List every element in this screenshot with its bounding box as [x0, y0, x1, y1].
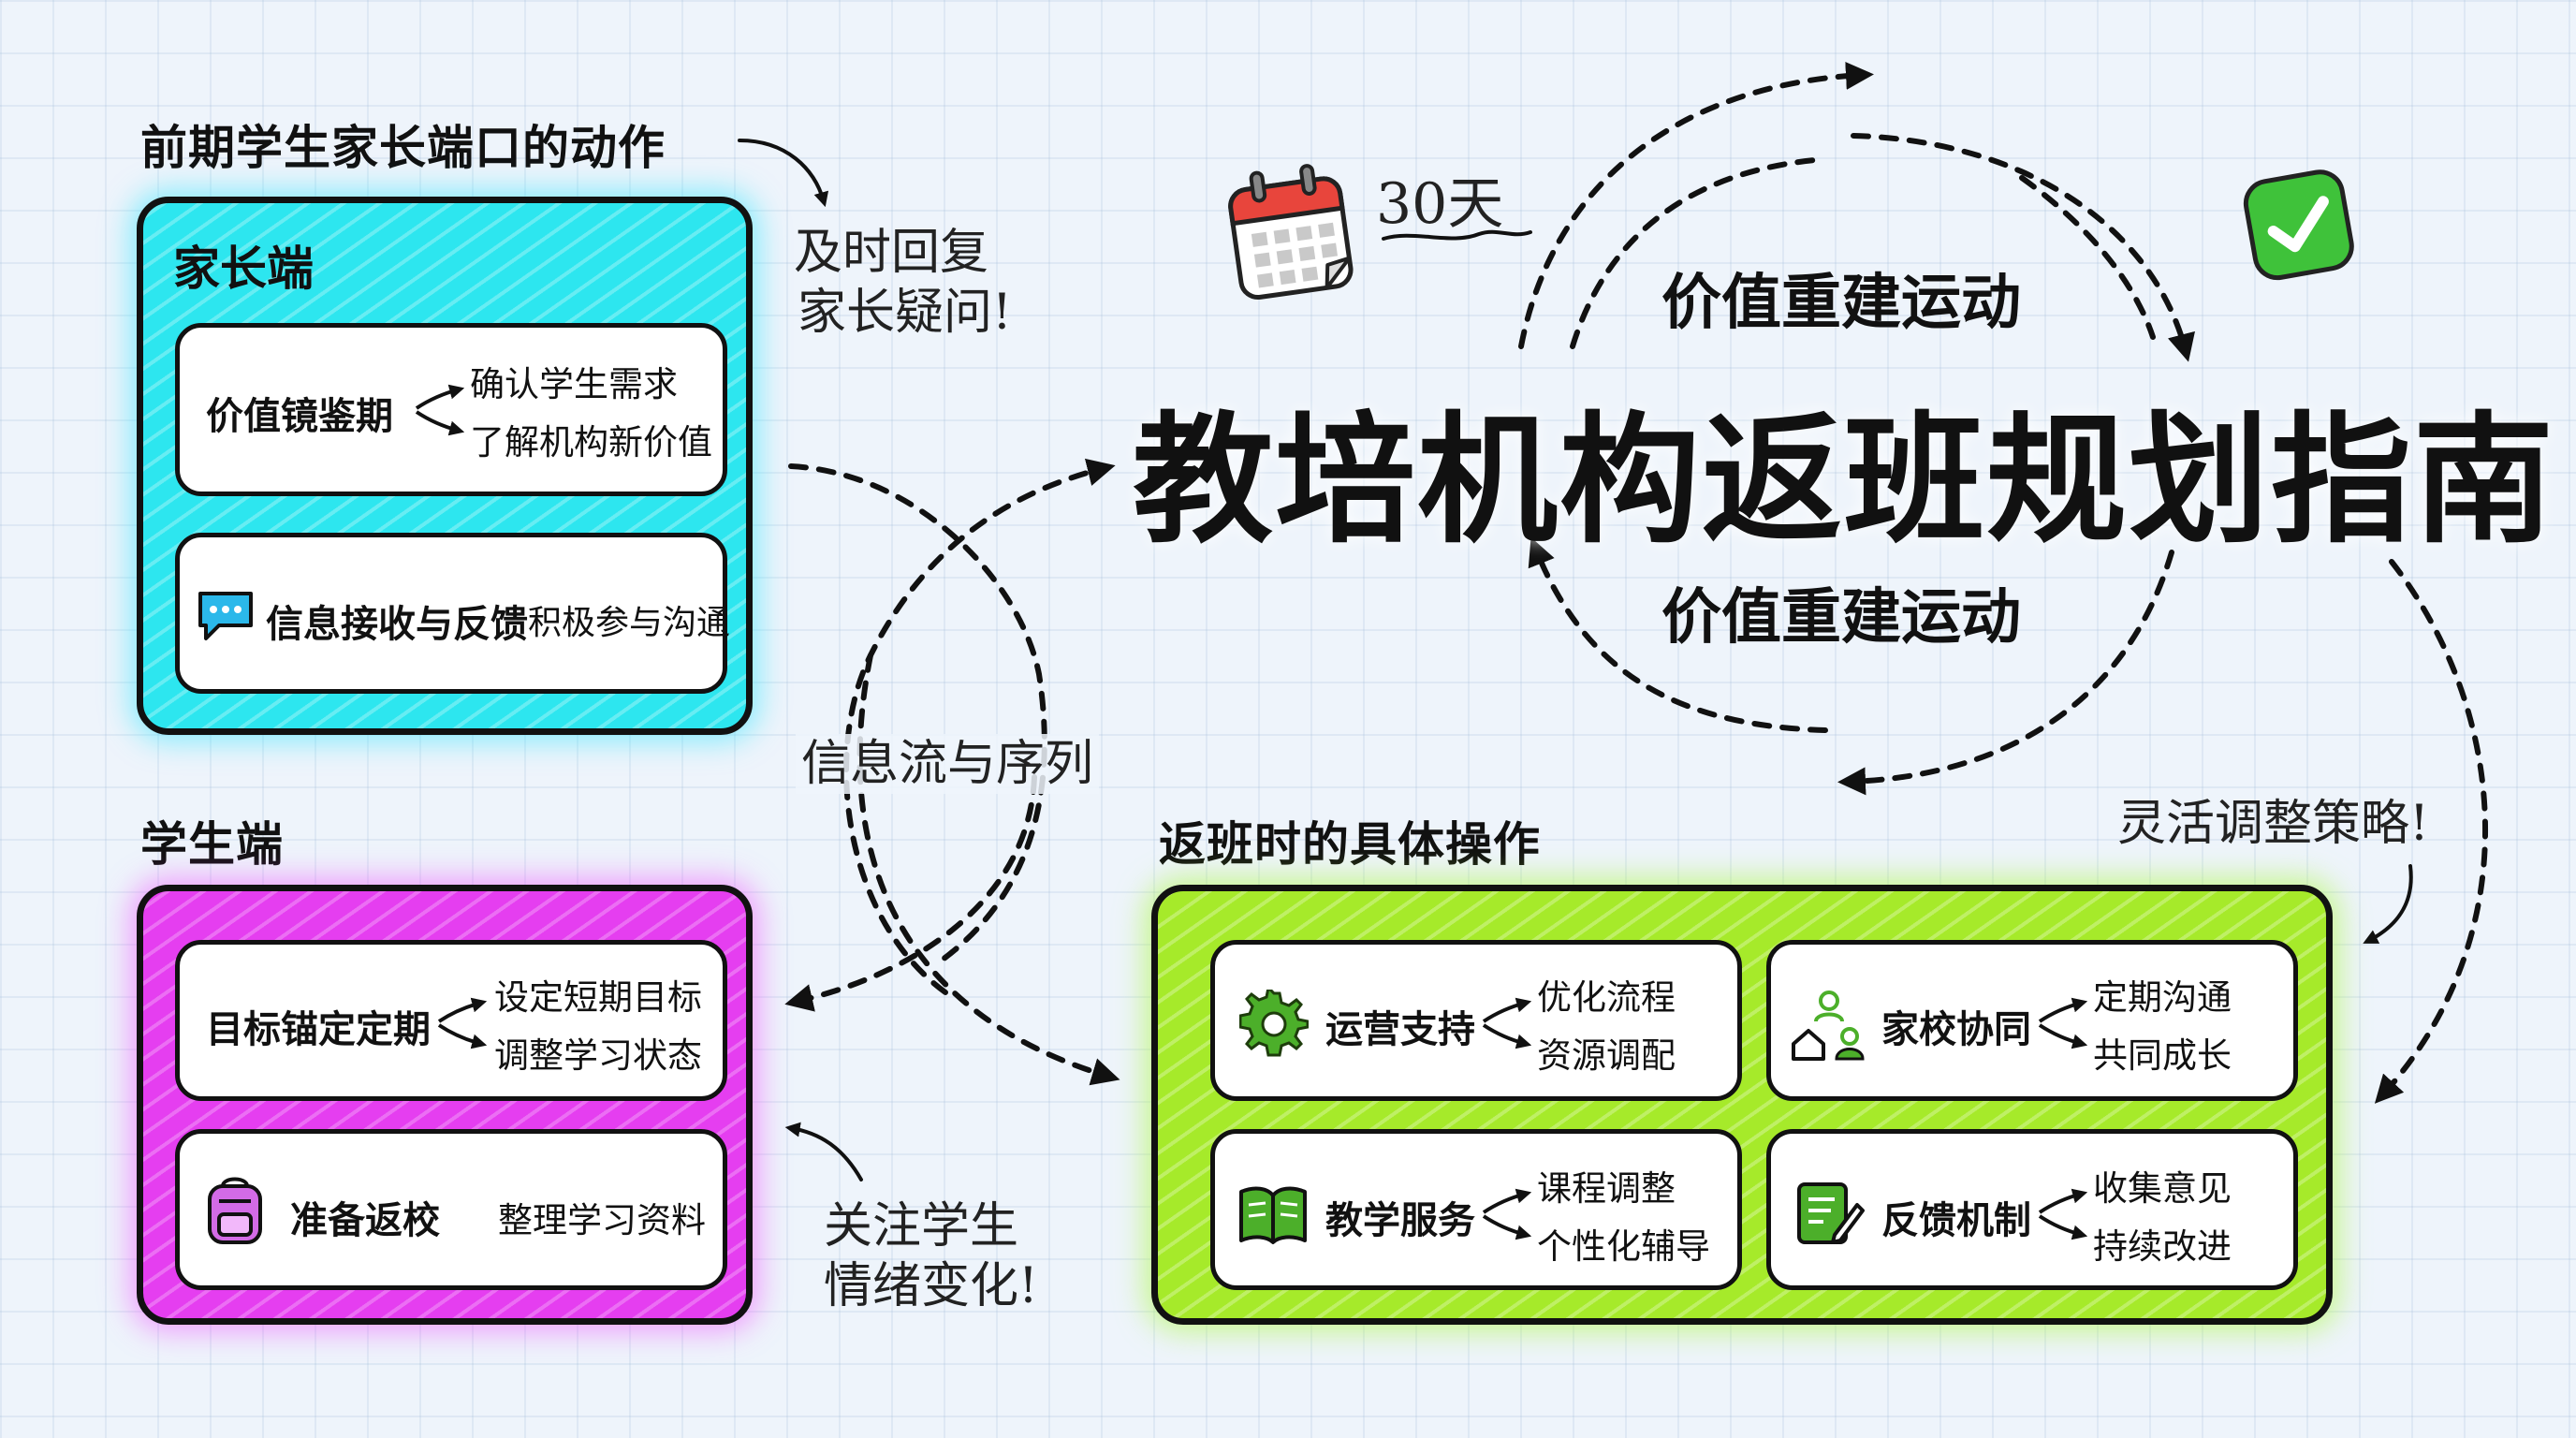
flow-label: 信息流与序列 — [796, 734, 1100, 794]
operations-support-card: 运营支持 优化流程 资源调配 — [1210, 940, 1742, 1101]
teaching-service-title: 教学服务 — [1325, 1199, 1475, 1242]
student-annotation-line-2: 情绪变化! — [824, 1258, 1038, 1314]
home-school-item-1: 定期沟通 — [2093, 977, 2232, 1018]
home-school-icon — [1792, 990, 1865, 1061]
feedback-mechanism-title: 反馈机制 — [1881, 1199, 2031, 1242]
value-mirror-card: 价值镜鉴期 确认学生需求 了解机构新价值 — [175, 323, 727, 496]
goal-anchor-title: 目标锚定定期 — [206, 1008, 431, 1051]
info-feedback-note: 积极参与沟通 — [528, 604, 731, 642]
split-arrows-icon — [1482, 997, 1532, 1049]
split-arrows-icon — [437, 997, 488, 1049]
operations-support-title: 运营支持 — [1325, 1008, 1475, 1051]
home-school-card: 家校协同 定期沟通 共同成长 — [1766, 940, 2298, 1101]
operations-panel: 运营支持 优化流程 资源调配 家校协同 定期沟通 共同成长 教学服务 — [1151, 885, 2333, 1325]
cycle-arrow-right — [1851, 133, 2195, 362]
cycle-label-bottom: 价值重建运动 — [1661, 583, 2021, 653]
operations-section-title: 返班时的具体操作 — [1159, 817, 1541, 872]
hand-arrow-strategy — [2363, 864, 2413, 944]
home-school-title: 家校协同 — [1881, 1008, 2031, 1051]
teaching-service-card: 教学服务 课程调整 个性化辅导 — [1210, 1129, 1742, 1290]
student-annotation-line-1: 关注学生 — [824, 1198, 1019, 1255]
goal-anchor-item-2: 调整学习状态 — [494, 1035, 702, 1076]
chat-bubble-icon — [198, 592, 253, 640]
cycle-arrow-top — [1518, 61, 1874, 349]
feedback-mechanism-item-2: 持续改进 — [2093, 1226, 2232, 1267]
parent-panel: 家长端 价值镜鉴期 确认学生需求 了解机构新价值 信息接收与反馈 积极参与沟通 — [137, 197, 753, 735]
student-section-title: 学生端 — [140, 817, 284, 872]
parent-annotation-line-1: 及时回复 — [794, 225, 989, 281]
teaching-service-item-2: 个性化辅导 — [1537, 1226, 1710, 1267]
back-to-school-note: 整理学习资料 — [498, 1200, 706, 1240]
feedback-form-icon — [1797, 1182, 1865, 1244]
arrow-to-operations-right — [2374, 559, 2488, 1104]
calendar-icon — [1228, 164, 1354, 301]
flow-arrow-to-title — [788, 463, 1047, 967]
hand-arrow-parent — [738, 139, 829, 208]
book-icon — [1239, 1186, 1307, 1244]
gear-icon — [1239, 990, 1309, 1057]
parent-annotation-line-2: 家长疑问! — [798, 285, 1012, 341]
split-arrows-icon — [415, 384, 465, 436]
parent-section-title: 前期学生家长端口的动作 — [140, 121, 666, 175]
value-mirror-item-2: 了解机构新价值 — [470, 422, 712, 462]
hand-arrow-student — [784, 1122, 863, 1181]
operations-support-item-1: 优化流程 — [1537, 977, 1676, 1018]
teaching-service-item-1: 课程调整 — [1537, 1168, 1676, 1209]
operations-annotation: 灵活调整策略! — [2117, 796, 2429, 852]
operations-support-item-2: 资源调配 — [1537, 1035, 1676, 1076]
main-title: 教培机构返班规划指南 — [1133, 400, 2556, 563]
goal-anchor-card: 目标锚定定期 设定短期目标 调整学习状态 — [175, 940, 727, 1101]
split-arrows-icon — [2038, 1188, 2088, 1240]
flow-arrow-up — [843, 458, 1116, 995]
back-to-school-title: 准备返校 — [290, 1199, 440, 1242]
cycle-arc-inner-top — [1570, 156, 1828, 349]
cycle-arrow-left — [1528, 536, 1828, 733]
feedback-mechanism-item-1: 收集意见 — [2093, 1168, 2232, 1209]
flow-arrow-to-student — [784, 774, 1037, 1012]
cycle-days-label: 30天 — [1376, 171, 1504, 237]
backpack-icon — [208, 1177, 262, 1244]
check-icon — [2243, 169, 2354, 281]
flow-arrow-to-operations — [856, 653, 1120, 1086]
cycle-arc-inner-right — [2019, 175, 2156, 340]
feedback-mechanism-card: 反馈机制 收集意见 持续改进 — [1766, 1129, 2298, 1290]
cycle-label-top: 价值重建运动 — [1661, 269, 2021, 338]
info-feedback-title: 信息接收与反馈 — [266, 603, 528, 646]
back-to-school-card: 准备返校 整理学习资料 — [175, 1129, 727, 1290]
split-arrows-icon — [2038, 997, 2088, 1049]
info-feedback-card: 信息接收与反馈 积极参与沟通 — [175, 533, 731, 694]
value-mirror-item-1: 确认学生需求 — [470, 364, 678, 404]
split-arrows-icon — [1482, 1188, 1532, 1240]
parent-panel-title: 家长端 — [173, 242, 314, 296]
goal-anchor-item-1: 设定短期目标 — [494, 977, 702, 1018]
cycle-arrow-bottom-right — [1837, 550, 2174, 796]
value-mirror-title: 价值镜鉴期 — [206, 395, 393, 438]
squiggle-underline — [1382, 229, 1532, 241]
student-panel: 目标锚定定期 设定短期目标 调整学习状态 准备返校 整理学习资料 — [137, 885, 753, 1325]
home-school-item-2: 共同成长 — [2093, 1035, 2232, 1076]
